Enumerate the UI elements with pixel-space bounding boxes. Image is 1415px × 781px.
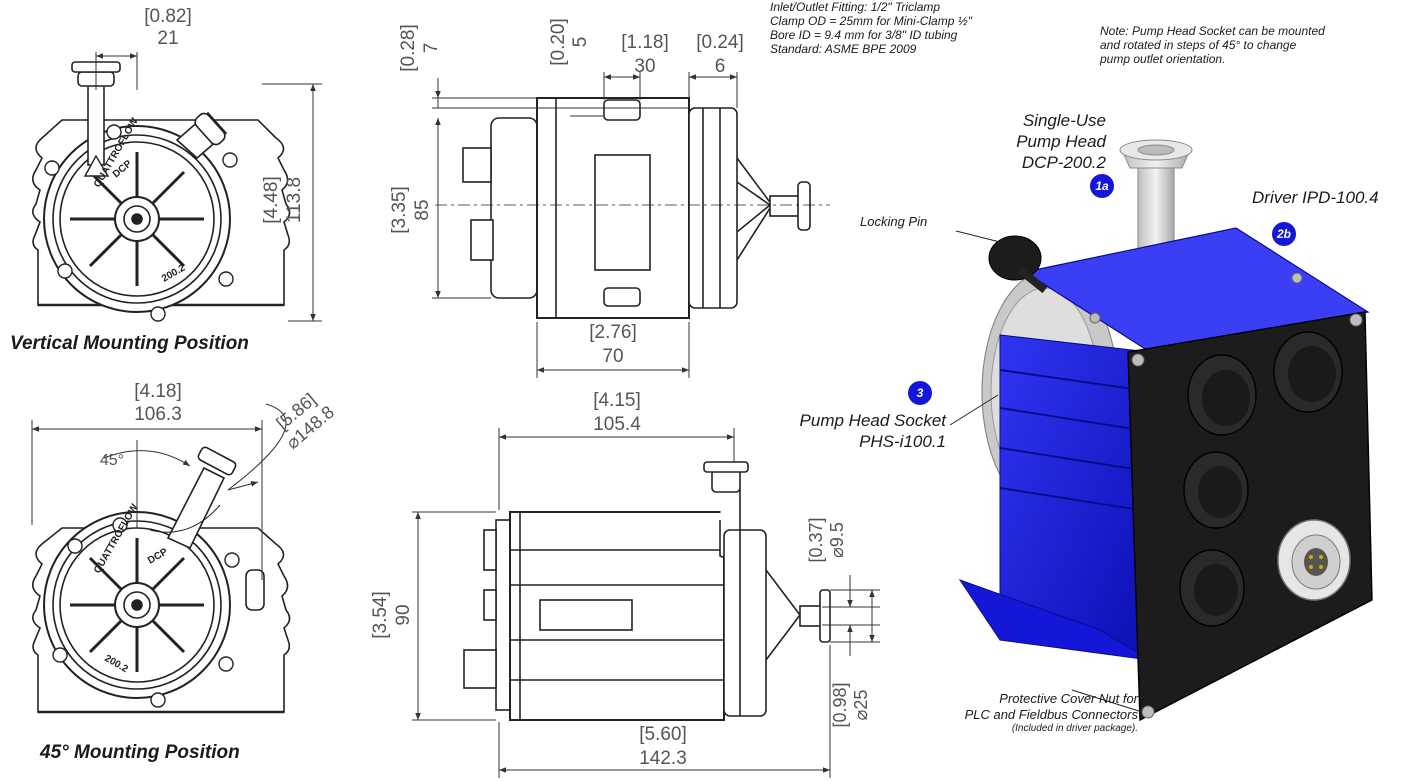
- socket-note: Note: Pump Head Socket can be mounted an…: [1100, 24, 1325, 66]
- product-render: [949, 139, 1373, 722]
- pump-head-label-line: Pump Head: [1016, 132, 1106, 151]
- fitting-note-line: Clamp OD = 25mm for Mini-Clamp ½": [770, 14, 972, 28]
- dim-front-width-mm: 21: [157, 28, 178, 49]
- socket-note-line: Note: Pump Head Socket can be mounted: [1100, 24, 1325, 38]
- socket-label-line: Pump Head Socket: [799, 411, 946, 430]
- dim-top-height-inch: [3.35]: [389, 186, 410, 234]
- dim-side-width-inch: [4.15]: [593, 390, 641, 411]
- fitting-note-line: Inlet/Outlet Fitting: 1/2" Triclamp: [770, 0, 941, 14]
- dim-clamp-mm: ⌀25: [851, 690, 871, 721]
- cover-nut-label-line: PLC and Fieldbus Connectors: [964, 707, 1138, 722]
- dim-bore-mm: ⌀9.5: [827, 522, 847, 558]
- fitting-note-line: Standard: ASME BPE 2009: [770, 42, 917, 56]
- cover-nut-label: Protective Cover Nut for PLC and Fieldbu…: [898, 691, 1138, 735]
- locking-pin-label: Locking Pin: [860, 214, 928, 229]
- socket-label-line: PHS-i100.1: [859, 432, 946, 451]
- angled-view-dimensions: [31, 403, 287, 580]
- socket-label: Pump Head Socket PHS-i100.1: [770, 410, 946, 452]
- side-view: [463, 461, 831, 721]
- badge-2b: 2b: [1272, 222, 1296, 246]
- dim-front-width-inch: [0.82]: [144, 6, 192, 27]
- top-view-dimensions: [432, 72, 738, 378]
- dim-side-height-inch: [3.54]: [370, 591, 391, 639]
- dim-side-total-inch: [5.60]: [639, 724, 687, 745]
- dim-top-flange-mm: 7: [421, 43, 442, 54]
- socket-note-line: pump outlet orientation.: [1100, 52, 1226, 66]
- dim-angled-width-inch: [4.18]: [134, 381, 182, 402]
- dim-front-height-inch: [4.48]: [261, 176, 282, 224]
- badge-3: 3: [908, 381, 932, 405]
- dim-clamp-inch: [0.98]: [830, 682, 850, 727]
- dim-bore-inch: [0.37]: [806, 517, 826, 562]
- fitting-note: Inlet/Outlet Fitting: 1/2" Triclamp Clam…: [770, 0, 972, 56]
- dim-side-height-mm: 90: [393, 604, 414, 625]
- badge-1a: 1a: [1090, 174, 1114, 198]
- dim-angled-width-mm: 106.3: [134, 404, 182, 425]
- front-view-vertical: [32, 61, 291, 322]
- socket-note-line: and rotated in steps of 45° to change: [1100, 38, 1297, 52]
- dim-rim-width-inch: [0.24]: [696, 32, 744, 53]
- dim-slot-width-inch: [1.18]: [621, 32, 669, 53]
- caption-vertical: Vertical Mounting Position: [10, 333, 249, 354]
- caption-angled: 45° Mounting Position: [40, 742, 240, 763]
- dim-angle: 45°: [100, 452, 124, 469]
- cover-nut-label-line: Protective Cover Nut for: [999, 691, 1138, 706]
- dim-slot-offset-mm: 5: [570, 37, 591, 48]
- dim-rim-width-mm: 6: [715, 56, 726, 77]
- dim-top-body-mm: 70: [602, 346, 623, 367]
- fitting-note-line: Bore ID = 9.4 mm for 3/8" ID tubing: [770, 28, 958, 42]
- pump-head-label: Single-Use Pump Head DCP-200.2: [988, 110, 1106, 173]
- dim-side-total-mm: 142.3: [639, 748, 687, 769]
- front-view-angled: [32, 446, 291, 714]
- front-view-dimensions: [95, 52, 322, 322]
- dim-top-body-inch: [2.76]: [589, 322, 637, 343]
- cover-nut-note: (Included in driver package).: [1011, 723, 1138, 734]
- dim-top-flange-inch: [0.28]: [398, 24, 419, 72]
- driver-label: Driver IPD-100.4: [1252, 188, 1379, 207]
- pump-head-label-line: DCP-200.2: [1021, 153, 1106, 172]
- pump-head-label-line: Single-Use: [1022, 111, 1106, 130]
- dim-front-height-mm: 113.8: [284, 177, 305, 223]
- dim-top-height-mm: 85: [412, 199, 433, 220]
- dim-side-width-mm: 105.4: [593, 414, 641, 435]
- dim-slot-width-mm: 30: [634, 56, 655, 77]
- top-view: [435, 97, 830, 319]
- dim-slot-offset-inch: [0.20]: [548, 18, 569, 66]
- side-view-dimensions: [412, 428, 880, 778]
